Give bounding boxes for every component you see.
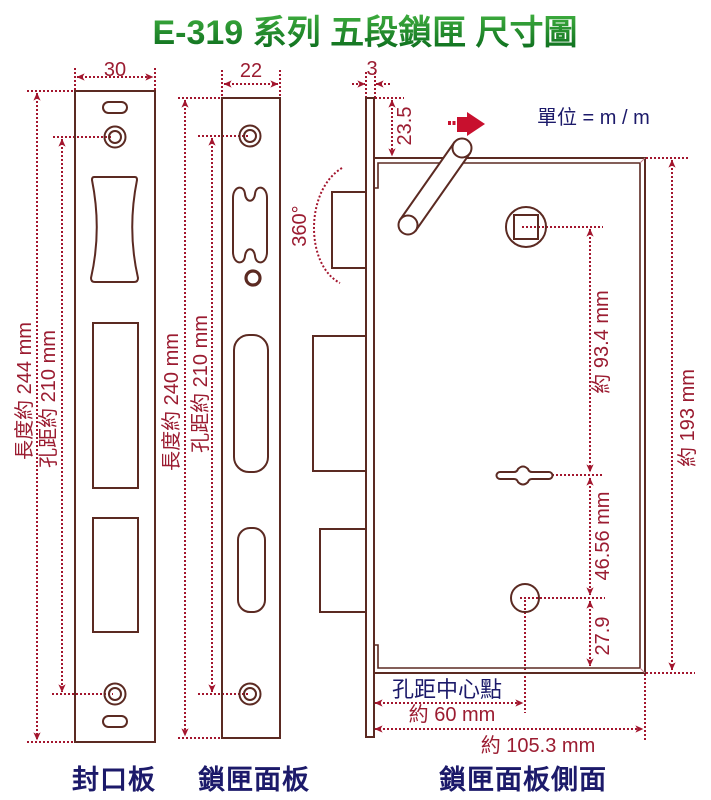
deadbolt-opening: [92, 322, 139, 489]
lever-top-end: [451, 137, 473, 159]
latch-opening: [89, 176, 140, 283]
direction-arrow-icon: [448, 112, 485, 136]
latch-bolt: [331, 191, 367, 269]
cover-plate-caption: 封口板: [72, 765, 156, 795]
side-view-dimensions: 3 23.5 360° 約 93.4 mm 46.56 mm 27.9 約 19…: [289, 58, 699, 757]
spindle-to-keyhole-value: 約 93.4 mm: [590, 290, 613, 393]
case-corner-bottom: [639, 667, 646, 674]
bottom-screw-hole-icon: [238, 682, 262, 706]
deadbolt-opening: [233, 334, 269, 473]
spindle-hole-icon: [505, 206, 547, 248]
case-height-value: 約 193 mm: [676, 369, 699, 467]
trigger-hole-ring: [244, 269, 262, 287]
cover-plate-dimensions: 30 長度約 244 mm 孔距約 210 mm: [13, 59, 156, 743]
keyhole-icon: [495, 465, 554, 486]
width-value: 22: [240, 60, 262, 82]
bottom-screw-hole-icon: [103, 682, 127, 706]
lock-case-outer: [374, 157, 646, 674]
length-value: 長度約 244 mm: [13, 322, 36, 460]
face-plate-dimensions: 22 長度約 240 mm 孔距約 210 mm: [160, 60, 281, 739]
width-value: 30: [104, 59, 126, 81]
bottom-screw-hole-inner: [108, 687, 122, 701]
top-screw-hole-icon: [103, 125, 127, 149]
hole-spacing-value: 孔距約 210 mm: [37, 330, 60, 468]
top-screw-hole-icon: [238, 124, 262, 148]
bottom-oblong-slot: [102, 715, 128, 728]
bottom-screw-hole-inner: [243, 687, 257, 701]
cover-plate-outline: [74, 90, 156, 743]
spindle-square: [513, 214, 539, 240]
rotation-arc: [313, 167, 343, 284]
top-screw-hole-inner: [108, 130, 122, 144]
side-view-drawing: [312, 97, 646, 738]
unit-label: 單位 = m / m: [537, 106, 650, 129]
lever-bottom-end: [397, 214, 419, 236]
lower-bolt-opening: [92, 517, 139, 633]
lock-case-inner: [375, 162, 641, 669]
face-plate-caption: 鎖匣面板: [198, 764, 310, 795]
face-plate-edge: [365, 97, 375, 738]
backset-label: 孔距中心點: [392, 677, 502, 702]
dead-bolt: [312, 335, 367, 472]
side-view-caption: 鎖匣面板側面: [439, 764, 607, 795]
depth-value: 約 105.3 mm: [481, 734, 595, 757]
page-title: E-319 系列 五段鎖匣 尺寸圖: [152, 13, 577, 52]
length-value: 長度約 240 mm: [160, 333, 183, 471]
rotation-value: 360°: [289, 205, 311, 246]
cylinder-hole-icon: [510, 583, 540, 613]
lower-bolt-opening: [237, 527, 266, 613]
lower-bolt: [319, 528, 367, 613]
face-plate-drawing: [221, 97, 281, 739]
latch-opening: [232, 186, 268, 264]
keyhole-to-cylinder-value: 46.56 mm: [592, 492, 614, 581]
top-screw-hole-inner: [243, 129, 257, 143]
thickness-value: 3: [366, 58, 377, 80]
cylinder-to-bottom-value: 27.9: [592, 617, 614, 656]
cover-plate-drawing: [74, 90, 156, 743]
top-offset-value: 23.5: [394, 107, 416, 146]
face-plate-outline: [221, 97, 281, 739]
hole-spacing-value: 孔距約 210 mm: [189, 315, 212, 453]
top-oblong-slot: [102, 101, 128, 114]
backset-value: 約 60 mm: [409, 703, 496, 726]
case-corner-top: [639, 157, 646, 164]
